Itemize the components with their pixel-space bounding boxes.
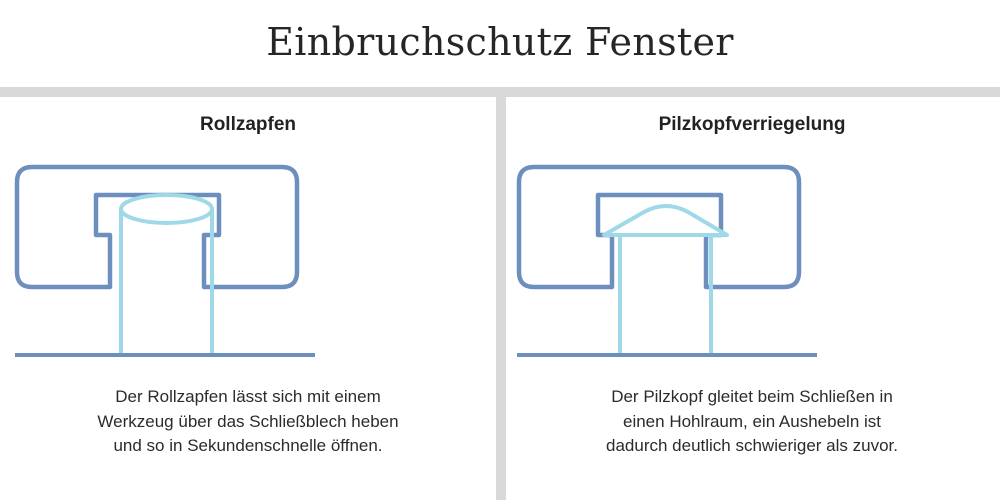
panel-rollzapfen: Rollzapfen Der Rollzapfen lässt sich mit…	[0, 97, 496, 500]
description-line: Werkzeug über das Schließblech heben	[97, 411, 399, 431]
description-line: einen Hohlraum, ein Aushebeln ist	[623, 411, 881, 431]
panel-heading: Pilzkopfverriegelung	[658, 114, 846, 135]
panel-heading: Rollzapfen	[199, 114, 297, 135]
vertical-divider	[496, 87, 506, 500]
roller-pin-diagram-icon	[14, 164, 315, 357]
description-line: Der Pilzkopf gleitet beim Schließen in	[611, 387, 893, 406]
page-title: Einbruchschutz Fenster	[266, 20, 734, 64]
mushroom-head-diagram-icon	[516, 164, 817, 357]
description-line: und so in Sekundenschnelle öffnen.	[113, 436, 383, 455]
description-line: Der Rollzapfen lässt sich mit einem	[115, 387, 381, 406]
panel-description: Der Pilzkopf gleitet beim Schließen in e…	[504, 385, 1000, 459]
description-line: dadurch deutlich schwieriger als zuvor.	[606, 436, 898, 455]
panel-pilzkopfverriegelung: Pilzkopfverriegelung Der Pilzkopf gleite…	[504, 97, 1000, 500]
panel-description: Der Rollzapfen lässt sich mit einem Werk…	[0, 385, 496, 459]
